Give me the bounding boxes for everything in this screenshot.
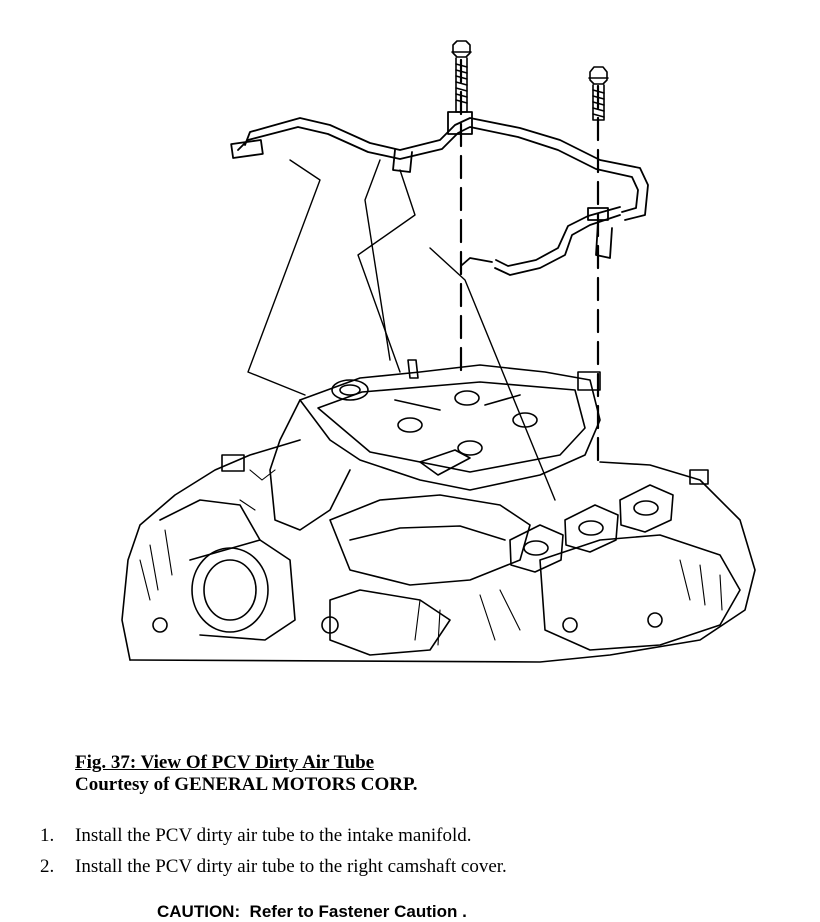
step-number: 1. (40, 825, 55, 846)
shading-details (139, 469, 723, 646)
step-item: 1. Install the PCV dirty air tube to the… (40, 820, 507, 851)
throttle-body (159, 499, 296, 641)
caution-note: CAUTION: Refer to Fastener Caution . (157, 902, 467, 921)
step-number: 2. (40, 856, 55, 877)
figure-credit: Courtesy of GENERAL MOTORS CORP. (75, 774, 418, 795)
instruction-steps: 1. Install the PCV dirty air tube to the… (40, 820, 507, 882)
step-text: Install the PCV dirty air tube to the ri… (75, 856, 507, 877)
figure-caption: Fig. 37: View Of PCV Dirty Air Tube Cour… (75, 752, 418, 796)
figure-title: Fig. 37: View Of PCV Dirty Air Tube (75, 752, 375, 773)
step-item: 2. Install the PCV dirty air tube to the… (40, 851, 507, 882)
step-text: Install the PCV dirty air tube to the in… (75, 825, 472, 846)
alignment-lines (459, 58, 600, 467)
pcv-dirty-air-tube-illustration (121, 40, 756, 663)
connector-fittings (152, 371, 709, 634)
intake-manifold (269, 359, 601, 531)
leader-lines (247, 159, 556, 501)
ignition-coils (509, 484, 674, 573)
